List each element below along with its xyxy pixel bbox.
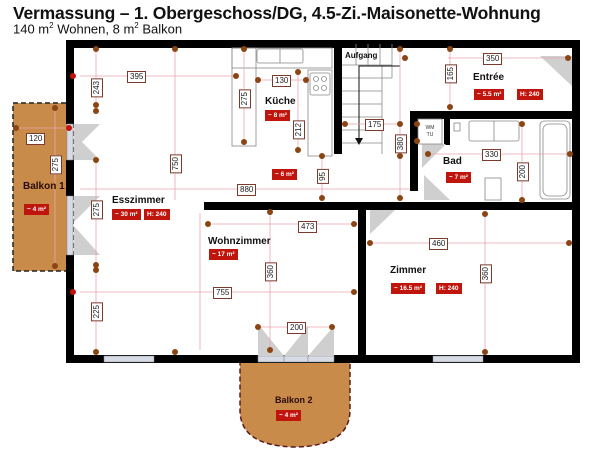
dimension-label: 200 bbox=[517, 162, 529, 182]
area-badge-bad: ~ 7 m² bbox=[446, 172, 471, 183]
sup: 2 bbox=[134, 21, 139, 30]
area-badge-balkon-2: ~ 4 m² bbox=[276, 410, 301, 421]
area-badge-esszimmer: ~ 30 m² bbox=[112, 209, 141, 220]
plan-subtitle: 140 m2 Wohnen, 8 m2 Balkon bbox=[13, 21, 182, 36]
room-label-aufgang: Aufgang bbox=[345, 51, 378, 60]
dimension-label: 473 bbox=[298, 221, 318, 233]
dimension-label: 275 bbox=[239, 89, 251, 109]
dimension-label: 750 bbox=[170, 154, 182, 174]
dimension-label: 880 bbox=[237, 184, 257, 196]
sup: 2 bbox=[49, 21, 54, 30]
height-badge-esszimmer: H: 240 bbox=[144, 209, 170, 220]
dimension-label: 212 bbox=[293, 120, 305, 140]
dimension-label: 350 bbox=[483, 53, 503, 65]
area-badge-zimmer: ~ 16.5 m² bbox=[391, 283, 426, 294]
height-badge-zimmer: H: 240 bbox=[436, 283, 462, 294]
dimension-label: 225 bbox=[91, 302, 103, 322]
area-badge-kueche: ~ 8 m² bbox=[265, 110, 290, 121]
dimension-label: 175 bbox=[365, 119, 385, 131]
dimension-label: 130 bbox=[272, 75, 292, 87]
bath-fixtures bbox=[417, 118, 571, 201]
wm-label: WM bbox=[425, 125, 435, 131]
dimension-label: 120 bbox=[26, 133, 46, 145]
plan-title: Vermassung – 1. Obergeschoss/DG, 4.5-Zi.… bbox=[13, 3, 541, 23]
room-label-kueche: Küche bbox=[265, 96, 296, 107]
dimension-label: 330 bbox=[482, 149, 502, 161]
room-label-bad: Bad bbox=[443, 156, 462, 167]
stair-direction-arrow bbox=[355, 65, 400, 145]
dimension-label: 380 bbox=[395, 134, 407, 154]
windows bbox=[66, 123, 484, 363]
dimension-points bbox=[13, 46, 573, 355]
balcony-text: Balkon bbox=[138, 21, 183, 37]
area-badge-wohnzimmer: ~ 17 m² bbox=[209, 249, 238, 260]
dimension-label: 755 bbox=[213, 287, 233, 299]
tu-label: TU bbox=[426, 132, 434, 138]
area-badge-flur: ~ 6 m² bbox=[272, 169, 297, 180]
dimension-label: 360 bbox=[265, 262, 277, 282]
room-label-balkon-1: Balkon 1 bbox=[23, 181, 65, 192]
dimension-label: 395 bbox=[127, 71, 147, 83]
staircase bbox=[342, 44, 393, 154]
height-badge-entree: H: 240 bbox=[517, 89, 543, 100]
balkon-2-area bbox=[239, 361, 351, 448]
door-swings bbox=[74, 56, 572, 356]
dimension-label: 460 bbox=[429, 238, 449, 250]
dimension-label: 200 bbox=[287, 322, 307, 334]
dimension-label: 165 bbox=[445, 64, 457, 84]
balcony-area-text: Wohnen, 8 m bbox=[53, 21, 135, 37]
area-badge-entree: ~ 5.5 m² bbox=[474, 89, 505, 100]
dimension-lines bbox=[18, 50, 570, 352]
dimension-label: 275 bbox=[50, 155, 62, 175]
room-label-esszimmer: Esszimmer bbox=[112, 195, 165, 206]
room-label-entree: Entrée bbox=[473, 72, 505, 83]
room-label-zimmer: Zimmer bbox=[390, 265, 427, 276]
room-label-wohnzimmer: Wohnzimmer bbox=[208, 236, 271, 247]
dimension-label: 95 bbox=[317, 169, 329, 184]
area-badge-balkon-1: ~ 4 m² bbox=[24, 204, 49, 215]
dimension-label: 243 bbox=[91, 78, 103, 98]
dimension-label: 275 bbox=[91, 200, 103, 220]
room-label-balkon-2: Balkon 2 bbox=[275, 395, 313, 405]
dimension-label: 360 bbox=[480, 264, 492, 284]
balkon-1-area bbox=[12, 102, 74, 272]
living-area-text: 140 m bbox=[13, 21, 50, 37]
